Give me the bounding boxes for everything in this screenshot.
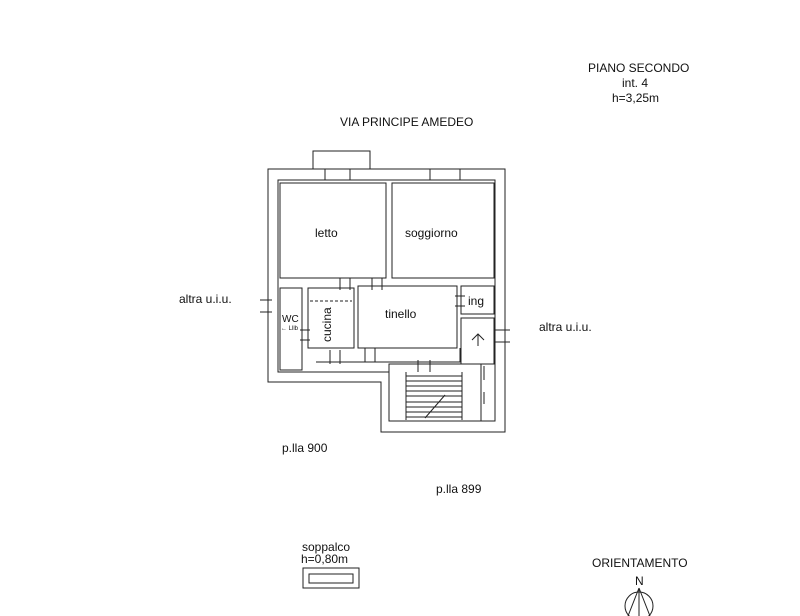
- door-tick: [339, 278, 351, 290]
- ing-room: [460, 285, 495, 315]
- wc-note-label: ← Lllb: [281, 326, 299, 332]
- neighbor-right-label: altra u.i.u.: [539, 320, 592, 334]
- room-tinello-label: tinello: [385, 307, 417, 321]
- north-arrow: [624, 587, 654, 616]
- corridor-wall: [316, 348, 461, 363]
- door-tick: [417, 360, 431, 372]
- unit-label: int. 4: [622, 76, 649, 90]
- room-ing-label: ing: [468, 294, 485, 308]
- parcel-899-label: p.lla 899: [436, 482, 482, 496]
- mezzanine-height-label: h=0,80m: [301, 552, 349, 566]
- room-soggiorno-label: soggiorno: [405, 226, 458, 240]
- door-tick: [300, 329, 310, 341]
- door-tick: [260, 299, 272, 313]
- window-mark: [429, 169, 461, 180]
- stair-treads: [405, 372, 463, 420]
- cucina-room: [307, 287, 355, 349]
- outer-wall: [267, 168, 506, 433]
- neighbor-left-label: altra u.i.u.: [179, 292, 232, 306]
- wc-room: [279, 287, 303, 371]
- mezzanine-label: soppalco: [302, 540, 351, 554]
- door-tick: [455, 295, 465, 307]
- parcel-900-label: p.lla 900: [282, 441, 328, 455]
- room-wc-label: WC: [282, 314, 299, 325]
- height-label: h=3,25m: [612, 91, 660, 105]
- stair-enclosure: [388, 363, 482, 422]
- soggiorno-room: [391, 182, 495, 279]
- stair-arrow: [424, 394, 446, 419]
- door-tick: [371, 278, 383, 290]
- window-mark: [324, 169, 351, 180]
- door-tick: [329, 350, 341, 364]
- street-label: VIA PRINCIPE AMEDEO: [340, 115, 474, 129]
- room-letto-label: letto: [315, 226, 338, 240]
- soppalco-inner: [308, 573, 354, 584]
- tinello-room: [357, 285, 458, 349]
- room-cucina-label: cucina: [320, 307, 334, 342]
- floor-label: PIANO SECONDO: [588, 61, 690, 75]
- balcony: [312, 150, 371, 170]
- soppalco-rect: [302, 567, 360, 589]
- door-tick: [494, 329, 510, 343]
- letto-room: [279, 182, 387, 279]
- orientation-label: ORIENTAMENTO: [592, 556, 688, 570]
- hall-symbol: [471, 333, 485, 346]
- north-label: N: [635, 574, 644, 588]
- door-tick: [364, 348, 376, 362]
